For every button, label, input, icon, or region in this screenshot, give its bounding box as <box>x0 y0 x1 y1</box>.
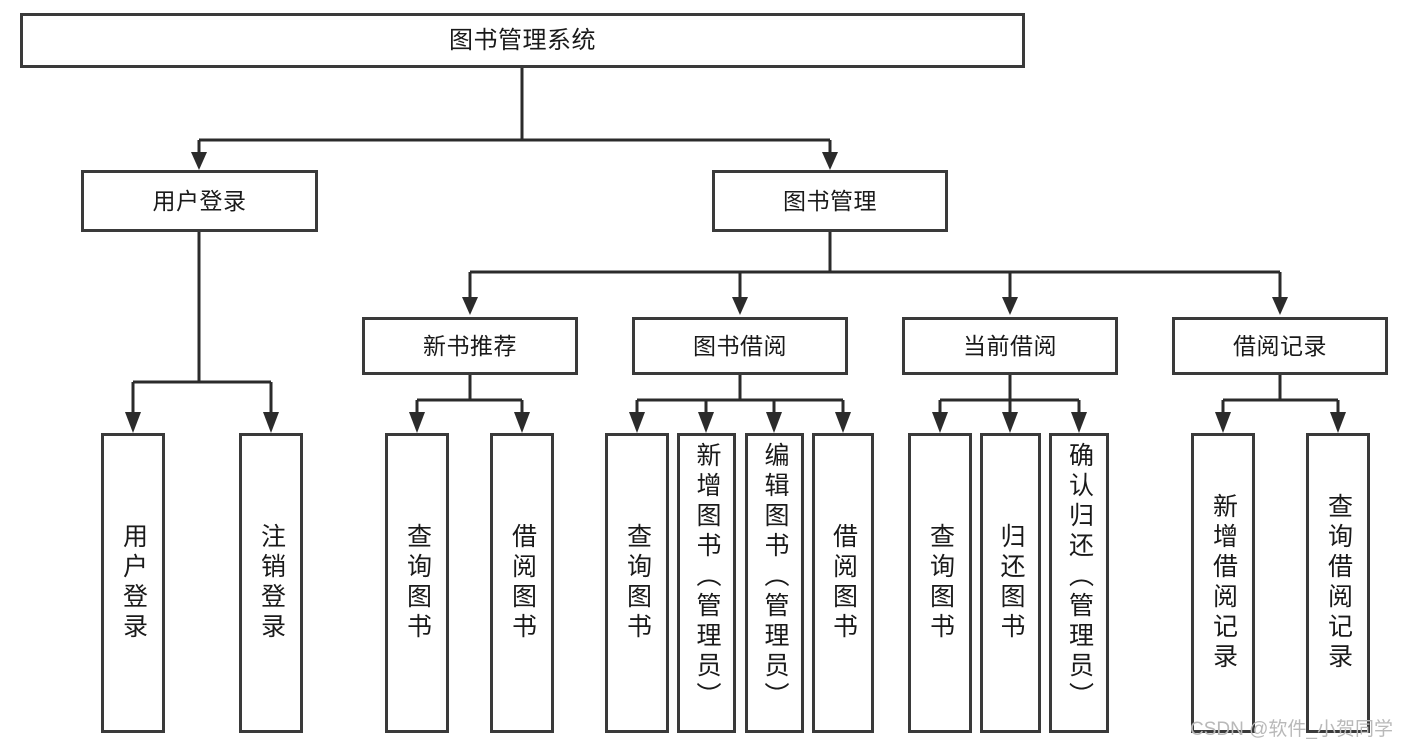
leaf-user-login-login[interactable]: 用户登录 <box>101 433 165 733</box>
leaf-current-search[interactable]: 查询图书 <box>908 433 972 733</box>
arrowhead-book-mgmt <box>822 152 838 170</box>
leaf-user-login-login-label: 用户登录 <box>119 523 148 643</box>
leaf-new-book-borrow-label: 借阅图书 <box>508 523 537 643</box>
leaf-borrow-borrow-book-label: 借阅图书 <box>829 523 858 643</box>
leaf-record-search[interactable]: 查询借阅记录 <box>1306 433 1370 733</box>
leaf-current-confirm-return-label: 确认归还（管理员） <box>1065 442 1094 712</box>
node-new-book-recommend[interactable]: 新书推荐 <box>362 317 578 375</box>
leaf-new-book-search-label: 查询图书 <box>403 523 432 643</box>
node-current-borrow-label: 当前借阅 <box>963 332 1057 359</box>
node-book-borrow[interactable]: 图书借阅 <box>632 317 848 375</box>
node-book-management[interactable]: 图书管理 <box>712 170 948 232</box>
arrowhead-leaf-borrow-3 <box>835 412 851 433</box>
arrowhead-leaf-user-login-0 <box>125 412 141 433</box>
node-borrow-record-label: 借阅记录 <box>1233 332 1327 359</box>
arrowhead-leaf-user-login-1 <box>263 412 279 433</box>
node-root[interactable]: 图书管理系统 <box>20 13 1025 68</box>
leaf-record-add[interactable]: 新增借阅记录 <box>1191 433 1255 733</box>
leaf-user-login-logout[interactable]: 注销登录 <box>239 433 303 733</box>
node-user-login-label: 用户登录 <box>152 187 247 214</box>
node-root-label: 图书管理系统 <box>449 26 596 54</box>
leaf-current-return-label: 归还图书 <box>997 523 1025 643</box>
leaf-borrow-add-book-label: 新增图书（管理员） <box>693 442 721 712</box>
leaf-record-add-label: 新增借阅记录 <box>1209 493 1238 673</box>
node-borrow-record[interactable]: 借阅记录 <box>1172 317 1388 375</box>
node-user-login[interactable]: 用户登录 <box>81 170 318 232</box>
arrowhead-record <box>1272 297 1288 315</box>
leaf-user-login-logout-label: 注销登录 <box>257 523 286 643</box>
leaf-borrow-search[interactable]: 查询图书 <box>605 433 669 733</box>
leaf-record-search-label: 查询借阅记录 <box>1324 493 1353 673</box>
arrowhead-leaf-record-1 <box>1330 412 1346 433</box>
leaf-borrow-search-label: 查询图书 <box>623 523 652 643</box>
leaf-new-book-search[interactable]: 查询图书 <box>385 433 449 733</box>
arrowhead-leaf-borrow-1 <box>698 412 714 433</box>
arrowhead-leaf-borrow-0 <box>629 412 645 433</box>
arrowhead-leaf-new-book-0 <box>409 412 425 433</box>
node-new-book-recommend-label: 新书推荐 <box>423 332 517 359</box>
node-current-borrow[interactable]: 当前借阅 <box>902 317 1118 375</box>
arrowhead-leaf-current-2 <box>1071 412 1087 433</box>
leaf-current-confirm-return[interactable]: 确认归还（管理员） <box>1049 433 1109 733</box>
arrowhead-borrow <box>732 297 748 315</box>
arrowhead-leaf-record-0 <box>1215 412 1231 433</box>
arrowhead-new-book <box>462 297 478 315</box>
leaf-borrow-edit-book[interactable]: 编辑图书（管理员） <box>745 433 804 733</box>
arrowhead-user-login <box>191 152 207 170</box>
node-book-management-label: 图书管理 <box>783 187 877 214</box>
leaf-borrow-add-book[interactable]: 新增图书（管理员） <box>677 433 736 733</box>
leaf-current-search-label: 查询图书 <box>926 523 955 643</box>
arrowhead-current <box>1002 297 1018 315</box>
arrowhead-leaf-borrow-2 <box>766 412 782 433</box>
leaf-new-book-borrow[interactable]: 借阅图书 <box>490 433 554 733</box>
leaf-borrow-edit-book-label: 编辑图书（管理员） <box>761 442 789 712</box>
node-book-borrow-label: 图书借阅 <box>693 332 787 359</box>
leaf-borrow-borrow-book[interactable]: 借阅图书 <box>812 433 874 733</box>
arrowhead-leaf-new-book-1 <box>514 412 530 433</box>
leaf-current-return[interactable]: 归还图书 <box>980 433 1041 733</box>
arrowhead-leaf-current-1 <box>1002 412 1018 433</box>
arrowhead-leaf-current-0 <box>932 412 948 433</box>
